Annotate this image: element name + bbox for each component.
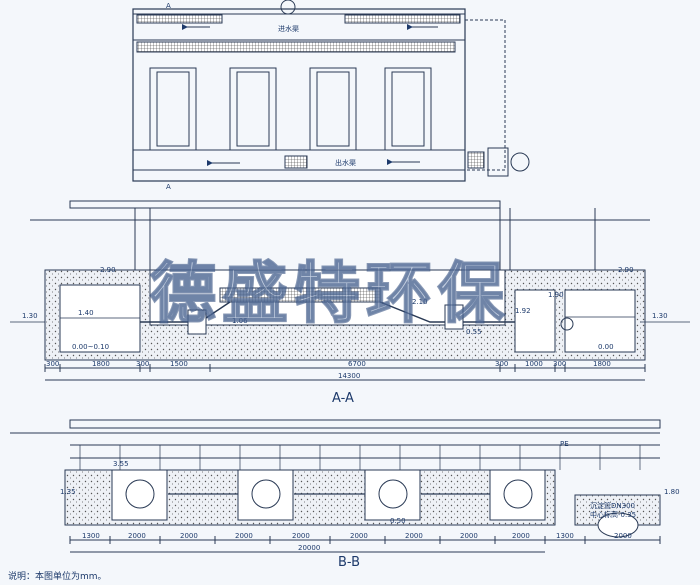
aa-dim-7: 1000 (525, 360, 543, 368)
aa-elev-right-pipe-right: 1.90 (548, 291, 564, 299)
aa-elev-left-tank-water: 1.40 (78, 309, 94, 317)
bb-outlet-pipe (597, 512, 639, 538)
aa-tube-settler (219, 287, 381, 303)
aa-elev-center-pipe: 1.06 (232, 317, 248, 325)
bb-elev-top-pipe: 3.55 (113, 460, 129, 468)
bb-total-dim: 20000 (298, 544, 320, 552)
aa-dim-4: 1500 (170, 360, 188, 368)
bb-dim-5: 2000 (292, 532, 310, 540)
bb-unit-3 (364, 469, 421, 521)
bb-unit-1 (111, 469, 168, 521)
section-mark-bottom: A (166, 183, 171, 191)
aa-dim-2: 1800 (92, 360, 110, 368)
outlet-channel (132, 149, 466, 171)
aa-level-marker (560, 317, 574, 331)
aa-dim-5: 6700 (348, 360, 366, 368)
bb-pipe-label: PE (560, 440, 569, 448)
aa-elev-left-outside: 1.30 (22, 312, 38, 320)
inlet-grating-bottom (136, 41, 456, 53)
aa-valve-right (444, 304, 464, 330)
aa-dim-9: 1800 (593, 360, 611, 368)
plan-view (132, 0, 530, 182)
outlet-pump (510, 152, 530, 172)
aa-right-tank (564, 289, 636, 353)
bb-segment-dims: 1300 2000 2000 2000 2000 2000 2000 2000 … (82, 532, 632, 540)
bb-dim-10: 1300 (556, 532, 574, 540)
aa-elev-right-bottom: 0.00 (598, 343, 614, 351)
bb-callout-line-1: 沉淀管DN300 (590, 501, 635, 510)
inlet-channel (132, 13, 466, 41)
outlet-grating (284, 155, 308, 169)
plan-outline (132, 8, 466, 182)
aa-water-lines (10, 316, 690, 323)
bb-railing (79, 445, 641, 470)
aa-segment-dims: 300 1800 300 1500 6700 300 1000 300 1800 (46, 360, 611, 368)
bb-dim-8: 2000 (460, 532, 478, 540)
aa-dim-1: 300 (46, 360, 59, 368)
aa-top-beam (69, 200, 501, 209)
bb-dim-6: 2000 (350, 532, 368, 540)
aa-elev-right-pipe-center: 2.10 (412, 298, 428, 306)
bb-dim-9: 2000 (512, 532, 530, 540)
inlet-grating-left (136, 14, 223, 24)
inlet-channel-label: 进水渠 (278, 24, 299, 33)
outlet-channel-label: 出水渠 (335, 158, 356, 167)
bb-dim-3: 2000 (180, 532, 198, 540)
aa-valve-left (187, 309, 207, 335)
bb-top-beam (69, 419, 661, 429)
aa-right-chamber (514, 289, 556, 353)
watermark: 德盛特环保 (149, 254, 510, 333)
drawing-note: 说明：本图单位为mm。 (8, 570, 107, 582)
aa-elev-right-pipe-mid: 0.55 (466, 328, 482, 336)
section-bb (10, 419, 661, 553)
bb-dim-2: 2000 (128, 532, 146, 540)
bb-callout-line-2: 中心标高-0.35 (590, 510, 636, 519)
section-bb-title: B-B (338, 555, 360, 570)
aa-elev-left-bottom: 0.00~0.10 (72, 343, 109, 351)
inlet-grating-right (344, 14, 461, 24)
aa-total-dim: 14300 (338, 372, 360, 380)
bb-unit-2 (237, 469, 294, 521)
aa-elev-right-pipe-top: 1.92 (515, 307, 531, 315)
bb-elev-right: 1.80 (664, 488, 680, 496)
section-mark-top: A (166, 2, 171, 10)
bb-elev-bottom-pipe: 0.50 (390, 517, 406, 525)
aa-dim-8: 300 (553, 360, 566, 368)
aa-dim-3: 300 (136, 360, 149, 368)
aa-elev-right-outside: 1.30 (652, 312, 668, 320)
plan-side-channel (464, 19, 506, 171)
plan-units (149, 67, 432, 151)
inlet-pump (280, 0, 296, 15)
aa-dim-6: 300 (495, 360, 508, 368)
aa-left-tank (59, 284, 141, 353)
aa-elev-right-top: 2.90 (618, 266, 634, 274)
bb-dim-1: 1300 (82, 532, 100, 540)
outlet-pump-box (487, 147, 509, 177)
bb-dim-11: 2000 (614, 532, 632, 540)
section-aa (10, 200, 690, 381)
bb-dim-7: 2000 (405, 532, 423, 540)
bb-elev-left: 1.35 (60, 488, 76, 496)
bb-dim-4: 2000 (235, 532, 253, 540)
section-aa-title: A-A (332, 391, 354, 406)
bb-unit-4 (489, 469, 546, 521)
aa-elev-left-top: 2.90 (100, 266, 116, 274)
